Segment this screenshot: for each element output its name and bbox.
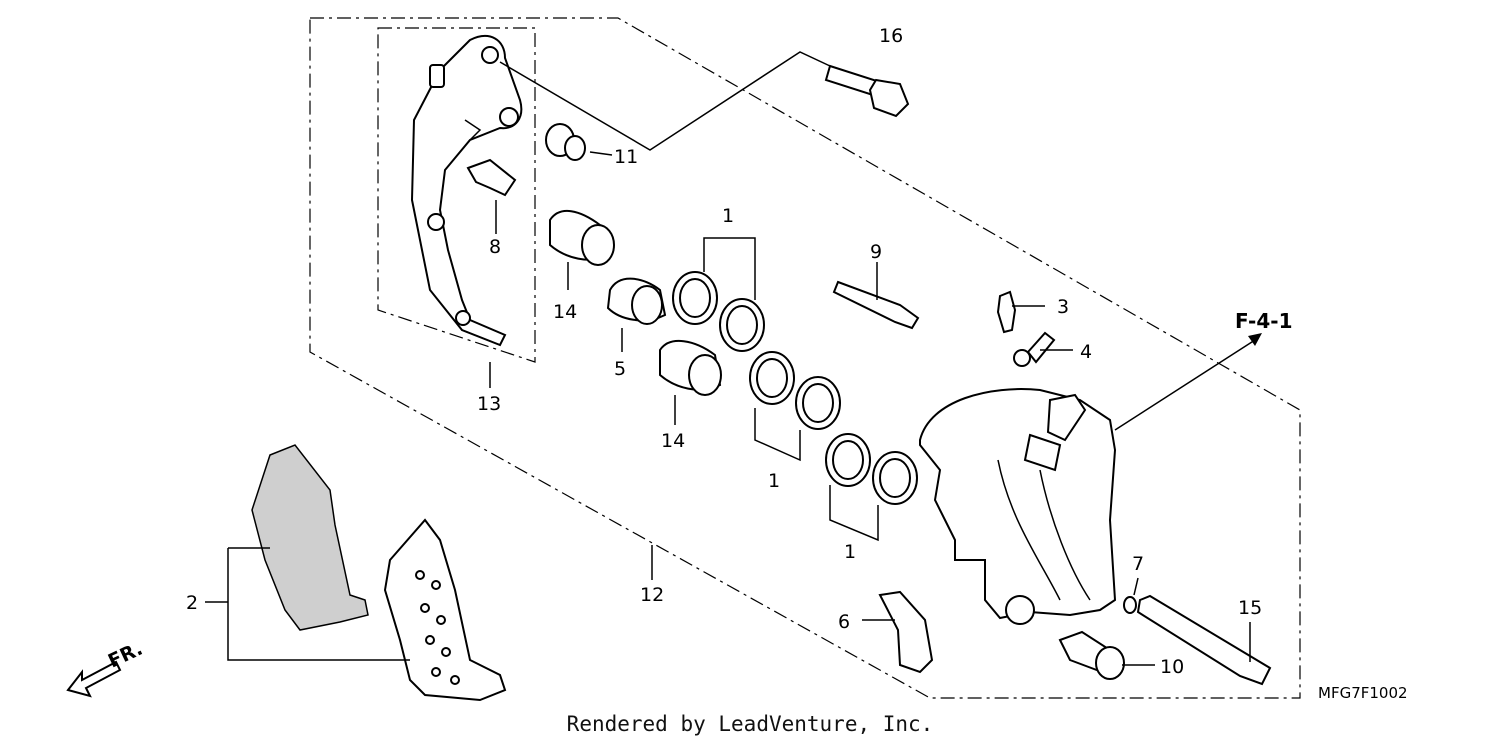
piston-14-lower <box>659 339 722 396</box>
label-seal-1-top: 1 <box>722 205 734 227</box>
label-spring-8: 8 <box>489 236 501 258</box>
label-bracket-13: 13 <box>477 393 501 415</box>
caliper-bracket <box>410 35 523 347</box>
washer <box>1123 596 1137 614</box>
reference-label: F-4-1 <box>1235 309 1292 333</box>
label-seal-1-bottom: 1 <box>844 541 856 563</box>
label-seal-1-middle: 1 <box>768 470 780 492</box>
piston-seals <box>672 271 918 505</box>
caliper-pin-bolt <box>1136 594 1272 686</box>
label-cap-4: 4 <box>1080 341 1092 363</box>
caliper-assembly-boundary <box>309 17 1301 699</box>
pad-pin <box>832 280 920 330</box>
label-boot-11: 11 <box>614 146 638 168</box>
label-piston-14-upper: 14 <box>553 301 577 323</box>
label-bolt-10: 10 <box>1160 656 1184 678</box>
pad-spring <box>466 158 517 197</box>
label-pin-bolt-15: 15 <box>1238 597 1262 619</box>
render-credit: Rendered by LeadVenture, Inc. <box>566 712 934 736</box>
bolt-16 <box>824 64 910 118</box>
caliper-body <box>919 388 1117 625</box>
mounting-bolt <box>1058 630 1125 680</box>
label-pin-9: 9 <box>870 241 882 263</box>
bracket-assembly-boundary <box>377 27 536 363</box>
label-bolt-16: 16 <box>879 25 903 47</box>
label-piston-5: 5 <box>614 358 626 380</box>
diagram-code: MFG7F1002 <box>1318 684 1408 702</box>
label-brake-pads-2: 2 <box>186 592 198 614</box>
piston-5 <box>606 277 667 325</box>
label-bleeder-3: 3 <box>1057 296 1069 318</box>
direction-label: FR. <box>105 638 146 673</box>
label-piston-14-lower: 14 <box>661 430 685 452</box>
label-shim-6: 6 <box>838 611 850 633</box>
label-assembly-12: 12 <box>640 584 664 606</box>
bleeder-screw <box>996 290 1017 334</box>
piston-14-upper <box>549 210 615 266</box>
brake-pad-rear <box>251 444 369 631</box>
pad-shim <box>878 590 934 674</box>
brake-pad-front <box>383 518 507 702</box>
label-washer-7: 7 <box>1132 553 1144 575</box>
front-direction-arrow <box>66 660 122 698</box>
boot-11 <box>545 123 586 161</box>
bleeder-cap <box>1013 331 1056 367</box>
leader-lines <box>205 51 1262 666</box>
